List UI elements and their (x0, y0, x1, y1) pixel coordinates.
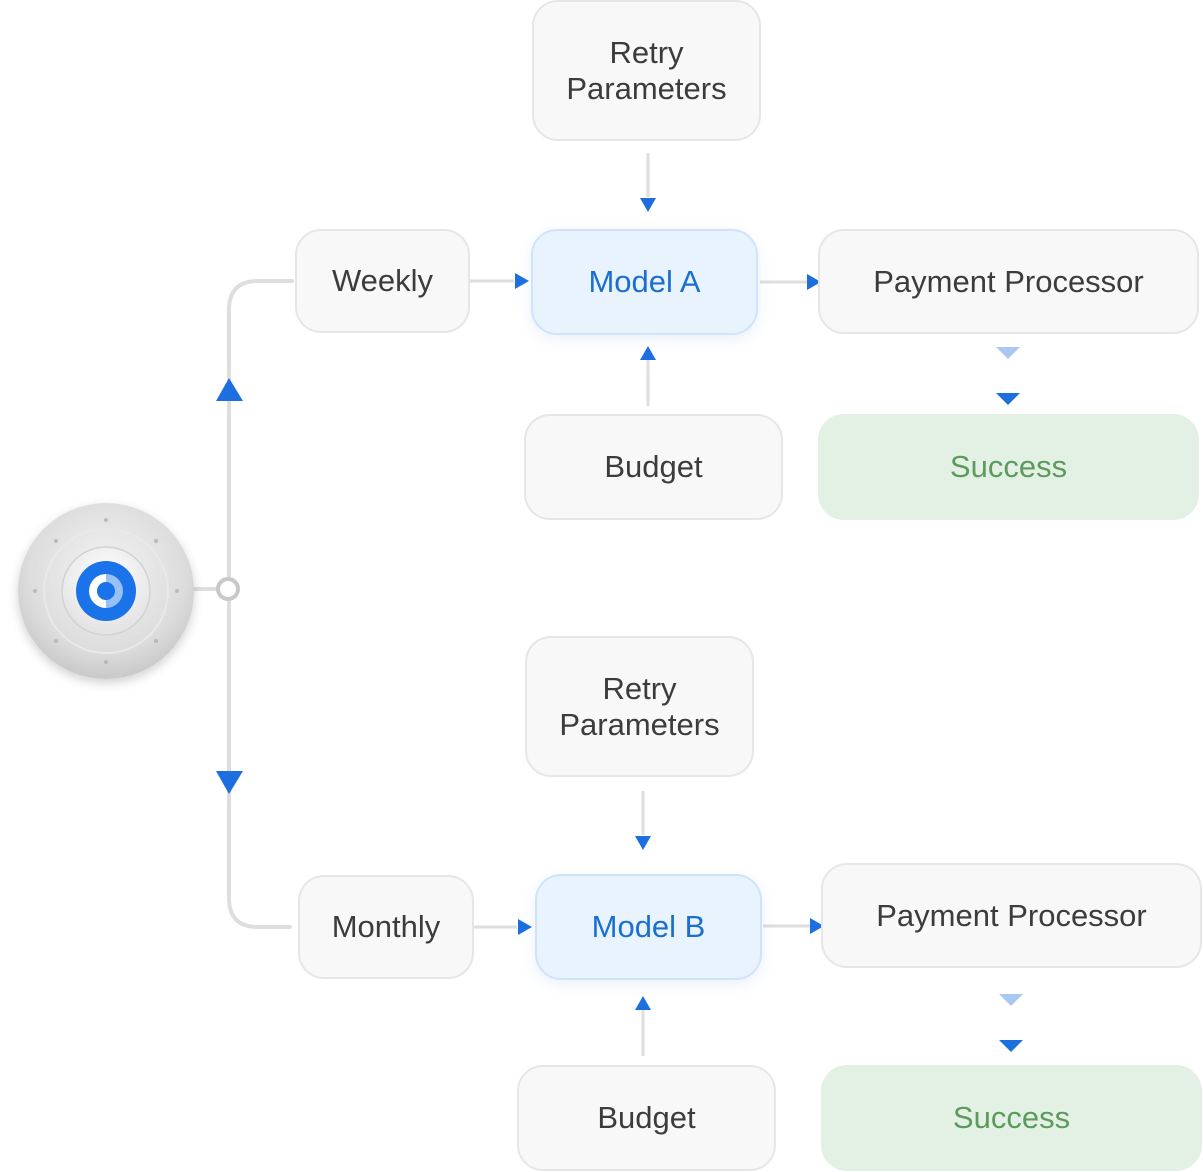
branch-a-frequency-label: Weekly (331, 263, 434, 298)
trunk-connector (192, 279, 294, 929)
junction-node (216, 577, 240, 601)
branch-a-payment-processor-label: Payment Processor (873, 263, 1144, 299)
branch-b-success-label: Success (952, 1100, 1071, 1135)
branch-b-model-node: Model B (535, 874, 762, 980)
branch-a-success-label: Success (949, 449, 1068, 484)
trunk-arrow-down (216, 771, 243, 794)
branch-b-frequency-label: Monthly (331, 909, 441, 944)
branch-b-payment-processor-node: Payment Processor (821, 863, 1202, 968)
branch-a-connectors (470, 153, 1020, 406)
branch-a-success-node: Success (818, 414, 1199, 520)
branch-a-model-node: Model A (531, 229, 758, 335)
branch-b-budget-node: Budget (517, 1065, 776, 1171)
branch-b-payment-processor-label: Payment Processor (876, 897, 1147, 933)
branch-a-model-label: Model A (588, 264, 701, 299)
branch-b-success-node: Success (821, 1065, 1202, 1171)
trunk-arrow-up (216, 378, 243, 401)
branch-a-retry-parameters-node: Retry Parameters (532, 0, 761, 141)
branch-a-budget-label: Budget (604, 449, 703, 484)
branch-b-retry-parameters-label: Retry Parameters (559, 670, 720, 742)
branch-b-model-label: Model B (591, 909, 706, 944)
branch-a-frequency-node: Weekly (295, 229, 470, 333)
branch-b-frequency-node: Monthly (298, 875, 474, 979)
branch-a-payment-processor-node: Payment Processor (818, 229, 1199, 334)
branch-a-retry-parameters-label: Retry Parameters (566, 34, 727, 106)
branch-b-connectors (474, 791, 1023, 1056)
sync-circle-icon (18, 503, 194, 679)
branch-b-budget-label: Budget (597, 1100, 696, 1135)
branch-b-retry-parameters-node: Retry Parameters (525, 636, 754, 777)
branch-a-budget-node: Budget (524, 414, 783, 520)
